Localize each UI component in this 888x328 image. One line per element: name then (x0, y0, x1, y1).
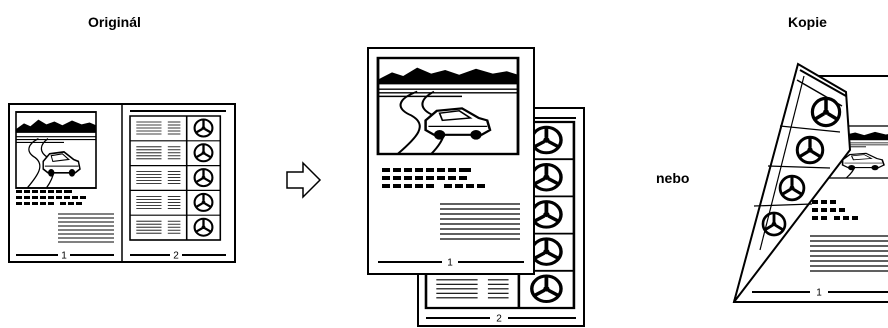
copy-front-sheet: 1 (368, 48, 534, 274)
right-arrow-icon (287, 163, 320, 197)
page-number-2: 2 (173, 251, 179, 262)
copy-skewed-pages: 1 (734, 64, 888, 302)
car-photo (16, 112, 96, 188)
skewed-page-number-1: 1 (816, 288, 822, 299)
copy-car-photo (378, 58, 518, 154)
original-right-page: 2 (130, 111, 226, 262)
original-spread: 1 2 (9, 104, 235, 262)
copy-page-number-2: 2 (496, 314, 502, 325)
table-block (130, 116, 220, 240)
copy-page-number-1: 1 (447, 258, 453, 269)
page-number-1: 1 (61, 251, 67, 262)
